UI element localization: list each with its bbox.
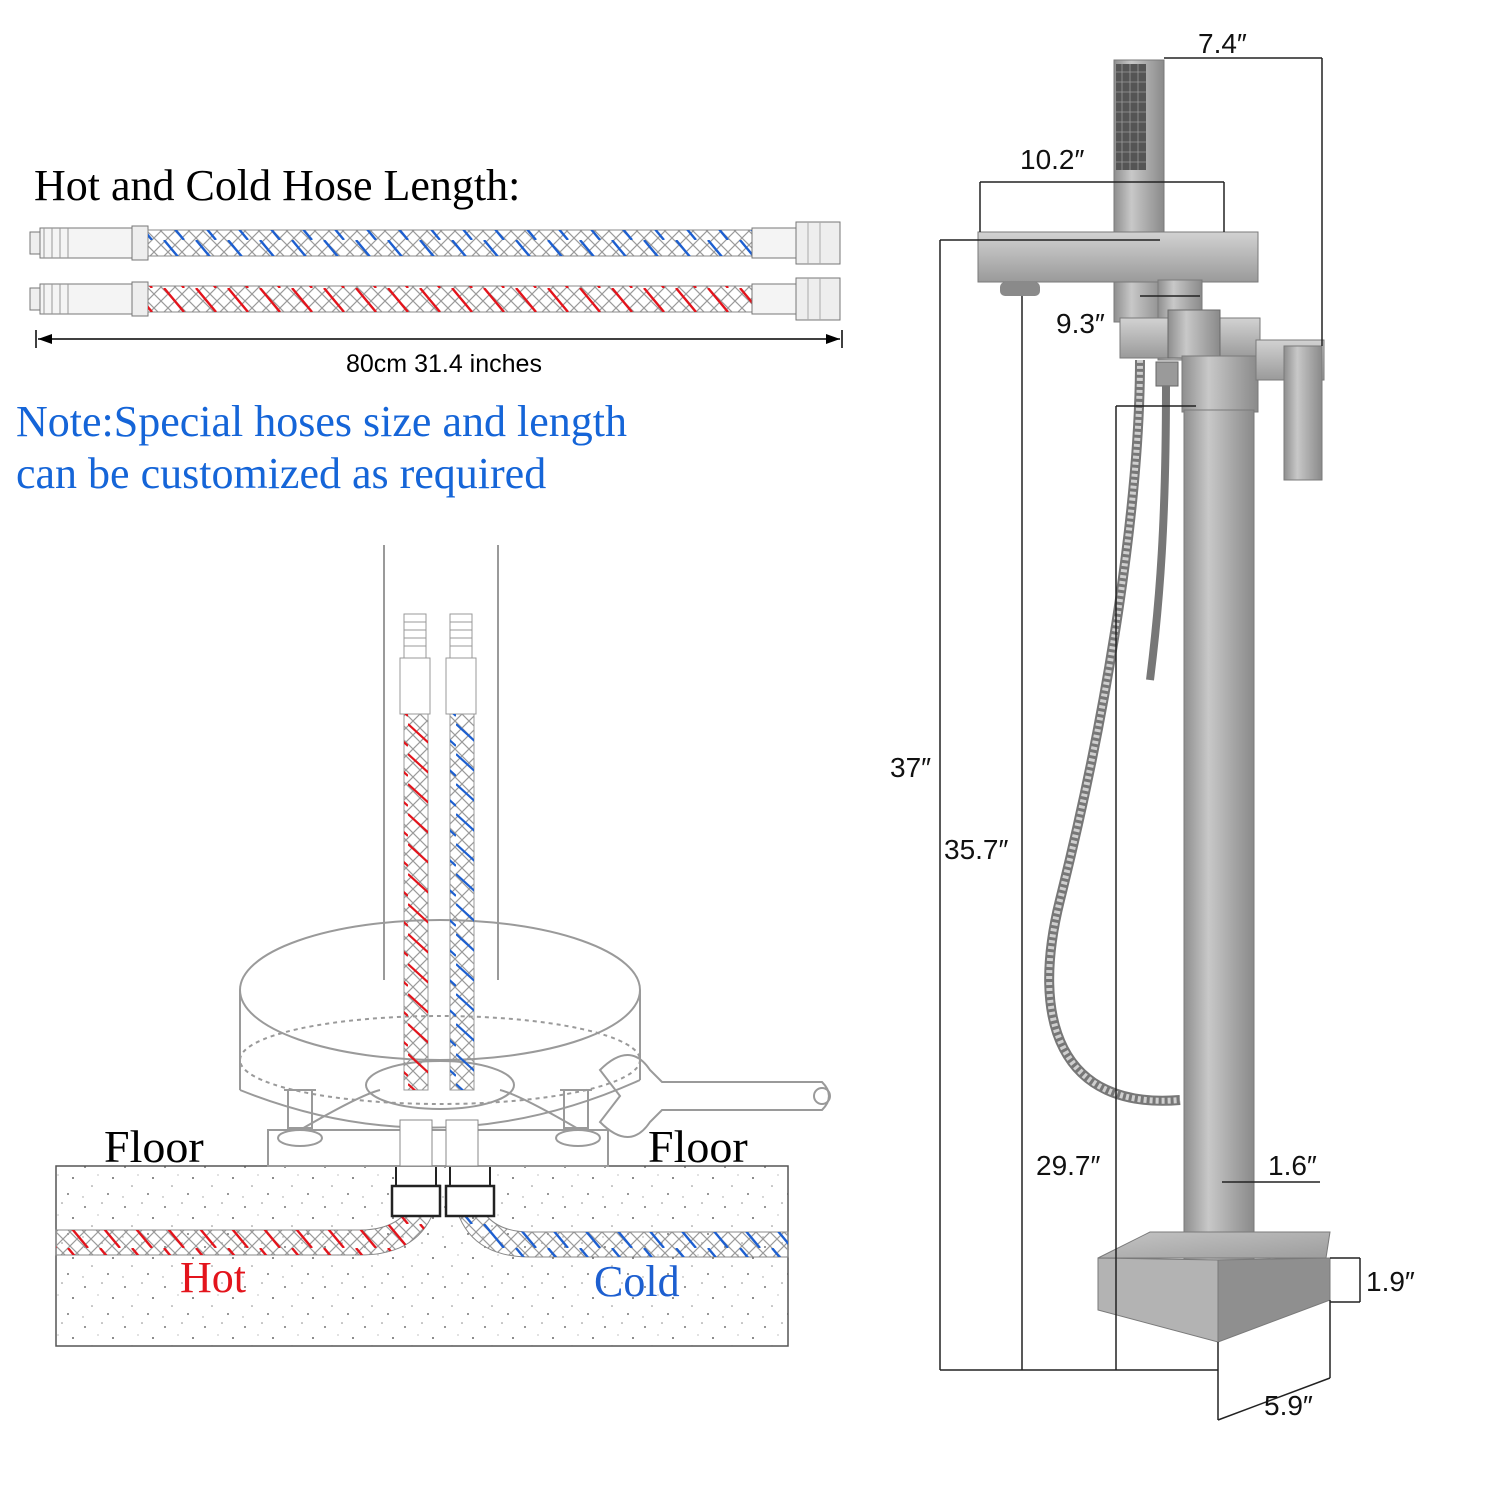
floor-label-right: Floor bbox=[648, 1121, 748, 1172]
customization-note-line2: can be customized as required bbox=[16, 449, 547, 498]
dim-handle-projection: 7.4″ bbox=[1198, 28, 1247, 59]
faucet-base-sketch bbox=[239, 545, 831, 1167]
dimension-lines bbox=[939, 57, 1361, 1421]
cold-label: Cold bbox=[594, 1257, 680, 1306]
hose-length-dimension-line bbox=[35, 330, 843, 348]
cold-hose-illustration bbox=[29, 221, 841, 265]
dim-base-width: 5.9″ bbox=[1264, 1390, 1313, 1421]
vertical-supply-hoses bbox=[399, 613, 479, 1167]
floor-label-left: Floor bbox=[104, 1121, 204, 1172]
hose-length-title: Hot and Cold Hose Length: bbox=[34, 161, 521, 210]
hot-label: Hot bbox=[180, 1253, 246, 1302]
hose-length-label: 80cm 31.4 inches bbox=[346, 350, 542, 378]
dim-total-height: 37″ bbox=[890, 752, 932, 783]
dim-spout-height-offset: 9.3″ bbox=[1056, 308, 1105, 339]
dim-spout-height: 35.7″ bbox=[944, 834, 1009, 865]
dim-base-height: 1.9″ bbox=[1366, 1266, 1415, 1297]
floor-section bbox=[55, 1165, 789, 1347]
hot-hose-illustration bbox=[29, 277, 841, 321]
faucet-product bbox=[977, 59, 1331, 1343]
dim-hose-holder-height: 29.7″ bbox=[1036, 1150, 1101, 1181]
dim-column-width: 1.6″ bbox=[1268, 1150, 1317, 1181]
customization-note-line1: Note:Special hoses size and length bbox=[16, 397, 627, 446]
dim-spout-reach: 10.2″ bbox=[1020, 144, 1085, 175]
customization-note: Note:Special hoses size and length can b… bbox=[16, 396, 627, 500]
